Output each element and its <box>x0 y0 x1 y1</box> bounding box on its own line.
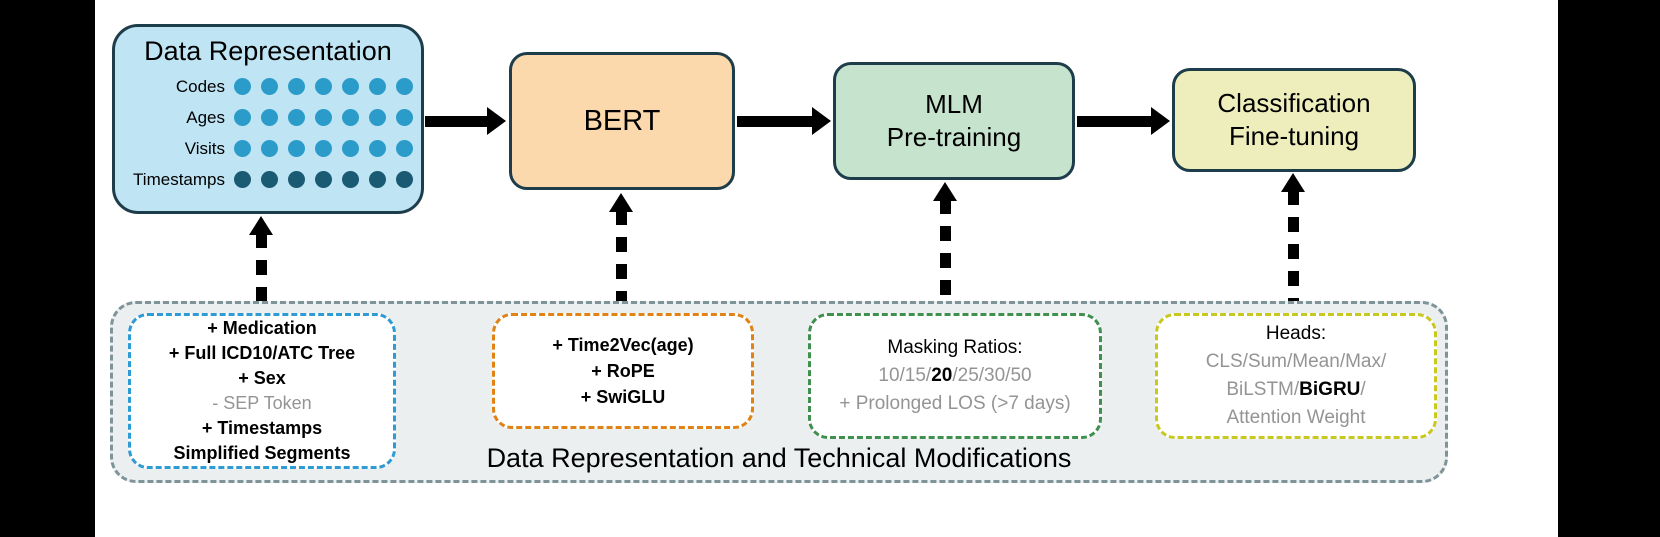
arrow-data-to-bert-icon <box>425 107 506 135</box>
letterbox-bar-right <box>1558 0 1660 537</box>
node-classification-label-line2: Fine-tuning <box>1228 121 1360 151</box>
token-dot <box>396 109 413 126</box>
masking-ratio-selected: 20 <box>931 365 953 386</box>
token-dot <box>261 109 278 126</box>
heads-line-3: BiLSTM/BiGRU/ <box>1226 376 1365 404</box>
masking-heading: Masking Ratios: <box>887 337 1023 358</box>
token-dot <box>396 171 413 188</box>
dashed-arrow-to-bert-icon <box>609 193 633 321</box>
token-dot <box>288 140 305 157</box>
token-dot <box>288 78 305 95</box>
token-dot <box>315 109 332 126</box>
modifications-caption: Data Representation and Technical Modifi… <box>486 443 1072 473</box>
detail-line: + Time2Vec(age) <box>552 335 694 355</box>
data-row-dots-timestamps <box>234 171 413 188</box>
detail-card-technical[interactable]: + Time2Vec(age) + RoPE + SwiGLU <box>492 313 754 429</box>
token-dot <box>288 109 305 126</box>
detail-line: + Sex <box>238 368 286 388</box>
token-dot <box>315 140 332 157</box>
token-dot <box>369 109 386 126</box>
heads-line-2: CLS/Sum/Mean/Max/ <box>1205 351 1387 372</box>
token-dot <box>342 109 359 126</box>
data-row-dots-codes <box>234 78 413 95</box>
masking-ratio-part: 10/15/ <box>878 365 932 386</box>
token-dot <box>261 171 278 188</box>
token-dot <box>234 140 251 157</box>
data-row-visits: Visits <box>119 133 413 164</box>
token-dot <box>234 109 251 126</box>
diagram-area: Data Representation Codes Ages <box>95 0 1558 537</box>
detail-card-data-representation[interactable]: + Medication + Full ICD10/ATC Tree + Sex… <box>128 313 396 469</box>
detail-line: + Full ICD10/ATC Tree <box>168 343 356 363</box>
heads-part: / <box>1360 379 1366 400</box>
detail-line: + RoPE <box>591 361 655 381</box>
data-row-codes: Codes <box>119 71 413 102</box>
node-classification-finetuning[interactable]: Classification Fine-tuning <box>1172 68 1416 172</box>
token-dot <box>396 78 413 95</box>
masking-ratios: 10/15/20/25/30/50 <box>878 362 1031 390</box>
detail-line: + Medication <box>207 318 317 338</box>
data-row-label-ages: Ages <box>186 107 225 127</box>
detail-line: Simplified Segments <box>173 443 351 463</box>
node-bert-label: BERT <box>583 104 661 137</box>
heads-selected: BiGRU <box>1299 379 1361 400</box>
token-dot <box>315 78 332 95</box>
dashed-arrow-to-mlm-icon <box>933 182 957 321</box>
node-mlm-label-line2: Pre-training <box>886 122 1022 152</box>
token-dot <box>342 171 359 188</box>
token-dot <box>369 78 386 95</box>
token-dot <box>342 78 359 95</box>
dashed-arrow-to-data-representation-icon <box>249 216 273 321</box>
data-representation-rows: Codes Ages <box>115 71 421 195</box>
letterbox-bar-left <box>0 0 95 537</box>
data-row-timestamps: Timestamps <box>119 164 413 195</box>
dashed-arrow-to-classification-icon <box>1281 173 1305 321</box>
node-mlm-label-line1: MLM <box>925 89 983 119</box>
detail-card-heads[interactable]: Heads: CLS/Sum/Mean/Max/ BiLSTM/BiGRU/ A… <box>1155 313 1437 439</box>
token-dot <box>261 78 278 95</box>
data-row-label-timestamps: Timestamps <box>133 169 225 189</box>
data-row-dots-visits <box>234 140 413 157</box>
detail-line: + Timestamps <box>201 418 323 438</box>
token-dot <box>342 140 359 157</box>
data-row-dots-ages <box>234 109 413 126</box>
token-dot <box>315 171 332 188</box>
heads-heading: Heads: <box>1265 323 1327 344</box>
heads-line-4: Attention Weight <box>1226 407 1366 428</box>
detail-line: + SwiGLU <box>580 387 666 407</box>
token-dot <box>234 171 251 188</box>
data-row-label-visits: Visits <box>184 138 225 158</box>
detail-card-masking[interactable]: Masking Ratios: 10/15/20/25/30/50 + Prol… <box>808 313 1102 439</box>
node-mlm-pretraining[interactable]: MLM Pre-training <box>833 62 1075 180</box>
masking-ratio-part: /25/30/50 <box>952 365 1032 386</box>
data-row-label-codes: Codes <box>175 76 225 96</box>
token-dot <box>234 78 251 95</box>
token-dot <box>288 171 305 188</box>
token-dot <box>396 140 413 157</box>
node-data-representation[interactable]: Data Representation Codes Ages <box>112 24 424 214</box>
arrow-mlm-to-class-icon <box>1077 107 1170 135</box>
detail-line-removed: - SEP Token <box>212 393 312 413</box>
token-dot <box>369 171 386 188</box>
arrow-bert-to-mlm-icon <box>737 107 831 135</box>
heads-part: BiLSTM/ <box>1226 379 1300 400</box>
data-representation-title: Data Representation <box>144 36 392 66</box>
node-classification-label-line1: Classification <box>1217 88 1371 118</box>
data-row-ages: Ages <box>119 102 413 133</box>
node-bert[interactable]: BERT <box>509 52 735 190</box>
token-dot <box>261 140 278 157</box>
masking-extra: + Prolonged LOS (>7 days) <box>839 393 1071 414</box>
token-dot <box>369 140 386 157</box>
